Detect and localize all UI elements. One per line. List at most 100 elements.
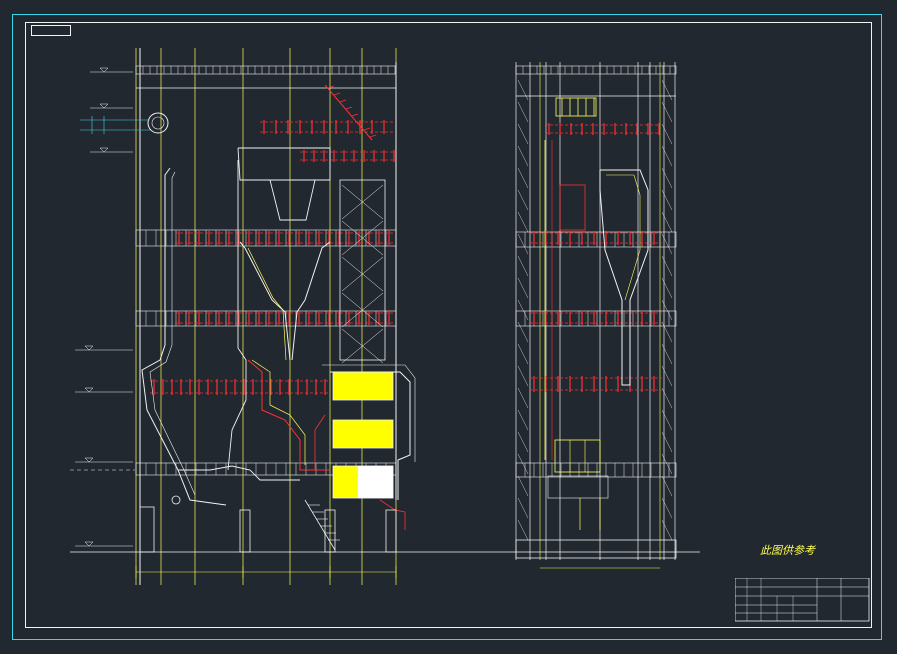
cyclone-inner — [247, 247, 287, 361]
brace — [517, 233, 529, 255]
spec-row — [763, 169, 843, 174]
piping-row-top — [545, 123, 660, 135]
backpass-duct — [339, 179, 386, 361]
hot-air-duct — [247, 359, 330, 471]
brace — [661, 277, 673, 299]
brace — [517, 431, 529, 453]
brace — [661, 123, 673, 145]
brace — [517, 409, 529, 431]
brace — [341, 292, 384, 328]
roof-platform — [135, 65, 397, 75]
piping-row-3 — [175, 231, 395, 245]
brace — [517, 277, 529, 299]
stair-step — [351, 113, 359, 117]
stair-step — [327, 85, 335, 89]
title-block — [734, 577, 870, 622]
brace — [517, 497, 529, 519]
platform-level-2 — [135, 310, 397, 327]
cyclone-separator-icon — [239, 241, 291, 361]
stair-step — [339, 99, 347, 103]
spec-row — [763, 212, 843, 217]
brace — [517, 101, 529, 123]
drawing-frame-inner — [25, 22, 872, 628]
boiler-drum-inner — [151, 116, 165, 130]
brace — [661, 343, 673, 365]
elevation-marker — [84, 541, 94, 547]
duct-connection — [314, 414, 326, 470]
side-elevation-view — [515, 62, 677, 569]
stair-step — [369, 134, 377, 138]
brace — [661, 431, 673, 453]
brace — [341, 256, 384, 292]
air-heater-block-light — [357, 465, 394, 499]
platform-outline — [515, 310, 677, 327]
elevation-marker — [99, 103, 109, 109]
separator-hood — [269, 179, 316, 221]
platform-outline — [515, 65, 677, 75]
brace — [517, 299, 529, 321]
brace — [661, 255, 673, 277]
duct-connection — [379, 499, 406, 530]
piping-row-2 — [530, 311, 662, 325]
brace — [661, 321, 673, 343]
air-heater-block — [332, 419, 394, 449]
brace — [517, 189, 529, 211]
stair-stringer — [304, 499, 336, 551]
brace — [517, 453, 529, 475]
piping-row-1 — [530, 376, 662, 392]
ash-equipment — [554, 439, 601, 473]
burner-window — [559, 184, 586, 231]
brace — [661, 145, 673, 167]
brace — [517, 475, 529, 497]
upper-hood — [237, 147, 331, 181]
foundation — [515, 539, 677, 559]
piping-row-upper — [300, 150, 395, 162]
drawing-frame-outer — [12, 14, 882, 640]
roof-platform — [515, 65, 677, 75]
air-heater-block — [332, 371, 394, 401]
piping-row-2 — [175, 311, 395, 325]
brace — [341, 220, 384, 256]
platform-level-1 — [135, 462, 397, 476]
spec-row — [763, 203, 843, 208]
stair-step — [345, 106, 353, 110]
stair-icon — [324, 84, 373, 141]
cyclone-separator-wall — [291, 241, 331, 361]
furnace-wall-inner — [149, 171, 196, 496]
piping-row-3 — [530, 231, 662, 245]
piping-row-top — [260, 120, 395, 134]
spec-row — [763, 161, 843, 166]
stair-step — [333, 92, 341, 96]
platform-outline — [515, 462, 677, 478]
brace — [661, 233, 673, 255]
brace — [517, 255, 529, 277]
reference-note: 此图供参考 — [760, 544, 815, 557]
platform-level-3 — [135, 229, 397, 247]
brace — [517, 519, 529, 541]
cyclone-separator-icon — [599, 169, 649, 386]
bottom-ash-duct — [178, 465, 300, 481]
foundation — [385, 509, 397, 553]
elevation-marker — [99, 67, 109, 73]
platform-outline — [515, 231, 677, 248]
brace — [661, 299, 673, 321]
brace — [341, 328, 384, 364]
spec-row — [763, 186, 843, 191]
spec-row — [763, 178, 843, 183]
drawing-tag — [31, 25, 71, 36]
elevation-marker — [99, 147, 109, 153]
brace — [661, 101, 673, 123]
platform-level-1 — [515, 462, 677, 478]
front-elevation-view — [70, 48, 700, 585]
stair-step — [363, 127, 371, 131]
foundation — [139, 506, 155, 553]
furnace-right-wall — [227, 160, 247, 471]
brace — [517, 79, 529, 101]
brace — [661, 453, 673, 475]
brace — [517, 343, 529, 365]
brace — [661, 519, 673, 541]
flue-duct-outer — [322, 364, 416, 462]
brace — [341, 184, 384, 220]
brace — [661, 167, 673, 189]
